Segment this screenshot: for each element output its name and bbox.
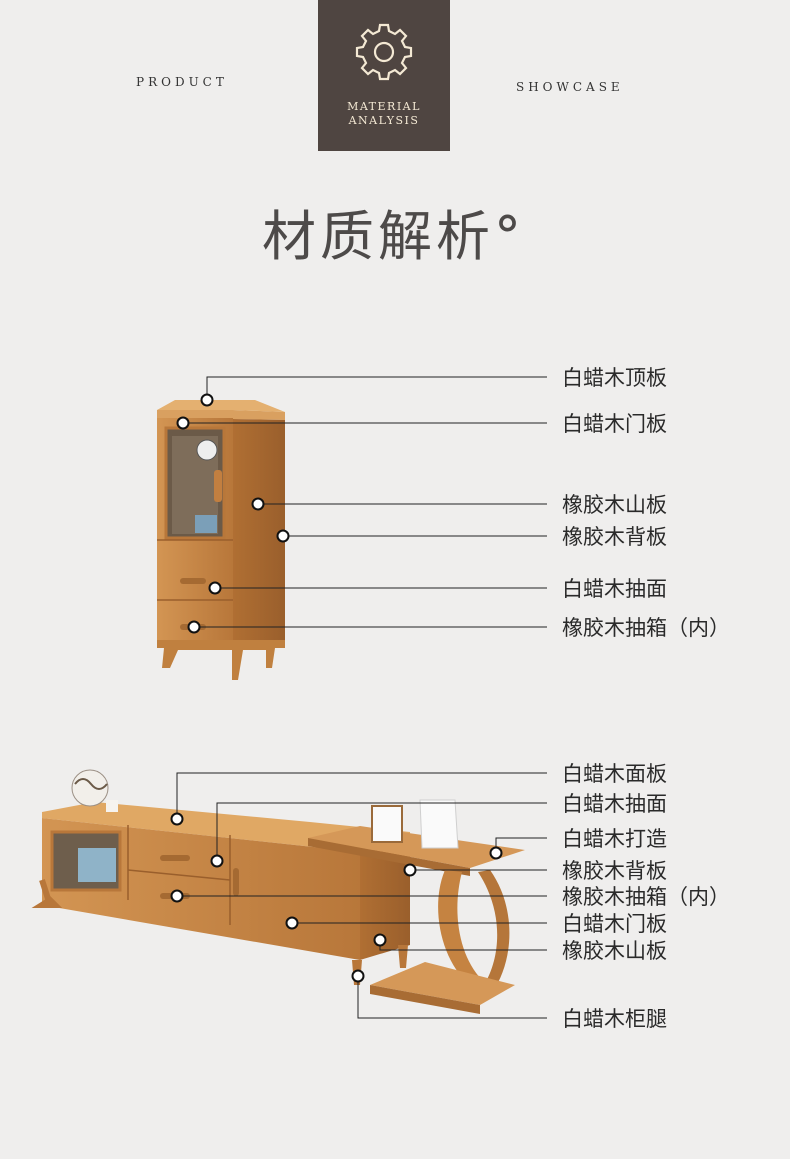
cabinet-label-drawer-front: 白蜡木抽面	[562, 577, 667, 601]
material-analysis-badge: MATERIAL ANALYSIS	[318, 0, 450, 151]
tall-cabinet	[157, 400, 285, 680]
cabinet-label-drawer-box: 橡胶木抽箱（内）	[562, 616, 730, 640]
badge-line-1: MATERIAL	[347, 100, 421, 113]
tv-label-drawer-front: 白蜡木抽面	[562, 792, 667, 816]
tv-label-drawer-box: 橡胶木抽箱（内）	[562, 885, 730, 909]
tv-label-top-panel: 白蜡木面板	[562, 762, 667, 786]
cabinet-label-door-panel: 白蜡木门板	[562, 412, 667, 436]
tv-stand	[31, 769, 525, 1014]
page-title: 材质解析°	[262, 205, 525, 268]
cabinet-marker-dots	[176, 393, 290, 634]
badge-line-2: ANALYSIS	[348, 114, 420, 127]
header-product-word: PRODUCT	[136, 75, 228, 89]
tv-stand-leader-lines	[176, 772, 547, 1019]
header-showcase-word: SHOWCASE	[516, 80, 624, 94]
cabinet-leader-lines	[183, 376, 547, 628]
tv-label-construction: 白蜡木打造	[562, 827, 667, 851]
tv-label-back-panel: 橡胶木背板	[562, 859, 667, 883]
cabinet-label-side-panel: 橡胶木山板	[562, 493, 667, 517]
cabinet-label-top-panel: 白蜡木顶板	[562, 366, 667, 390]
tv-stand-marker-dots	[170, 812, 503, 983]
tv-label-cabinet-legs: 白蜡木柜腿	[562, 1007, 667, 1031]
tv-label-side-panel: 橡胶木山板	[562, 939, 667, 963]
tv-label-door-panel: 白蜡木门板	[562, 912, 667, 936]
gear-icon	[355, 23, 413, 81]
cabinet-label-back-panel: 橡胶木背板	[562, 525, 667, 549]
